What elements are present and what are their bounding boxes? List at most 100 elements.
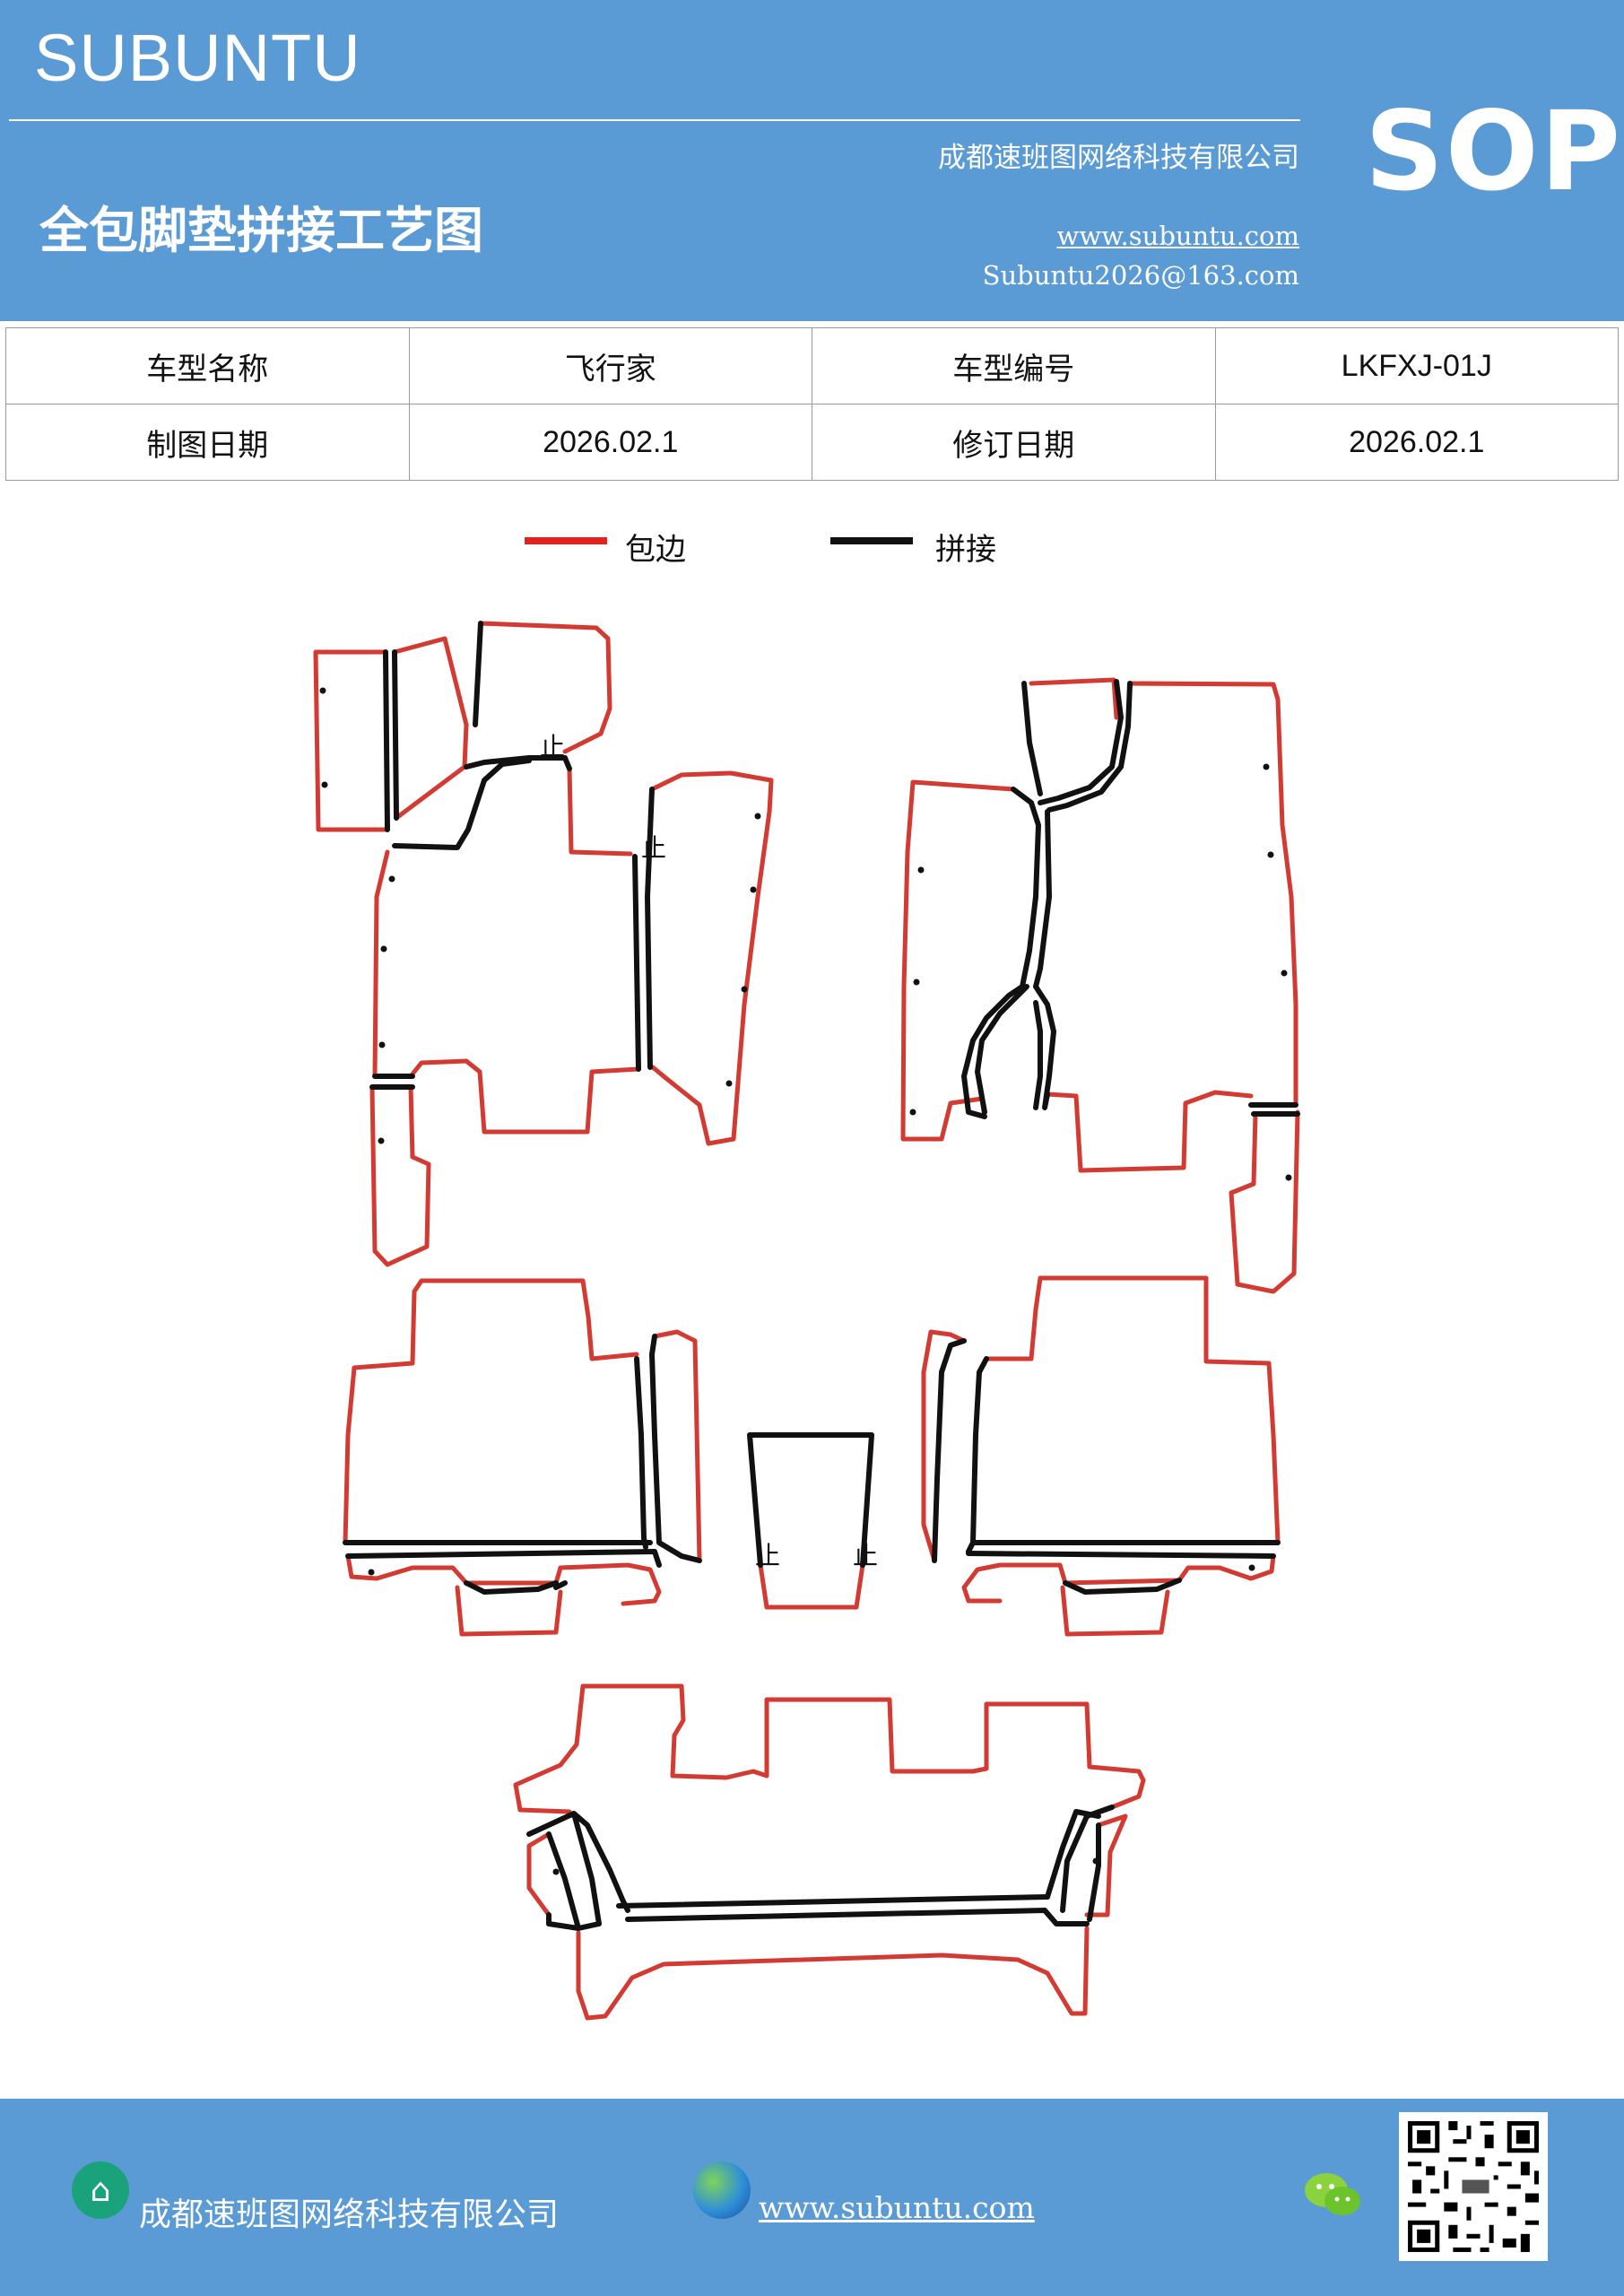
reference-dot: [1267, 851, 1274, 858]
rear-left-edge: [526, 1831, 551, 1918]
passenger-main-edge: [1127, 681, 1298, 1108]
second-left-main-edge: [343, 1278, 639, 1545]
legend-swatch-seam: [830, 537, 913, 544]
reference-dot: [750, 886, 757, 893]
passenger-left-edge: [900, 779, 1016, 1142]
driver-lower-strip-edge: [369, 1084, 431, 1267]
second-right-bottom-edge: [961, 1553, 1276, 1604]
second-right-side-edge: [921, 1329, 967, 1563]
driver-mid-strip-seam: [392, 649, 399, 821]
draw-date-label: 制图日期: [5, 404, 410, 481]
header-website-link[interactable]: www.subuntu.com: [1056, 221, 1299, 251]
driver-main-edge-right: [567, 766, 633, 857]
second-left-side-edge: [652, 1329, 702, 1563]
passenger-inner-seam: [975, 984, 1043, 1115]
passenger-lower-strip-edge: [1229, 1109, 1300, 1294]
brand-logo-text: SUBUNTU: [34, 21, 361, 95]
driver-left-strip-edge: [313, 649, 388, 832]
driver-right-strip-edge: [649, 770, 774, 1146]
legend-swatch-edge: [525, 537, 607, 544]
second-left-tunnel-seam: [634, 1334, 702, 1563]
reference-dot: [725, 1080, 733, 1087]
globe-icon: [693, 2161, 751, 2219]
footer-website-link[interactable]: www.subuntu.com: [759, 2190, 1035, 2225]
center-tunnel-edge: [758, 1562, 865, 1610]
rear-center-seam: [616, 1894, 1050, 1922]
driver-center-seam: [392, 755, 572, 850]
reference-dot: [741, 986, 748, 993]
rear-top-edge: [513, 1683, 1146, 1814]
reference-dot: [368, 1569, 375, 1576]
rear-right-seam: [1042, 1805, 1115, 1926]
reference-dot: [754, 813, 761, 820]
vehicle-info-table: 车型名称 飞行家 车型编号 LKFXJ-01J 制图日期 2026.02.1 修…: [5, 327, 1619, 481]
footer-banner: ⌂ 成都速班图网络科技有限公司 www.subuntu.com: [0, 2099, 1624, 2296]
rear-left-seam: [526, 1811, 630, 1931]
second-right-main-edge: [984, 1275, 1281, 1545]
table-row: 车型名称 飞行家 车型编号 LKFXJ-01J: [5, 327, 1619, 404]
reference-dot: [388, 875, 395, 883]
reference-dot: [380, 945, 387, 952]
model-code-value: LKFXJ-01J: [1214, 327, 1619, 404]
passenger-corner-edge: [1029, 677, 1119, 720]
legend: 包边 拼接: [0, 525, 1624, 578]
reference-dot: [913, 978, 920, 986]
reference-dot: [1263, 763, 1270, 770]
driver-mid-strip-edge: [392, 636, 469, 821]
reference-dot: [917, 866, 925, 874]
rear-bottom-edge: [576, 1926, 1090, 2021]
building-icon: ⌂: [72, 2161, 129, 2219]
draw-date-value: 2026.02.1: [408, 404, 812, 481]
passenger-tunnel-seam: [961, 787, 1056, 1119]
revision-date-value: 2026.02.1: [1214, 404, 1619, 481]
stop-mark: 止: [641, 833, 666, 863]
driver-upper-seam: [464, 621, 568, 770]
stop-mark: 止: [540, 732, 565, 761]
driver-upper-edge: [478, 621, 612, 754]
table-row: 制图日期 2026.02.1 修订日期 2026.02.1: [5, 404, 1619, 481]
driver-main-edge: [372, 849, 641, 1135]
footer-company-name: 成都速班图网络科技有限公司: [139, 2196, 560, 2233]
reference-dot: [378, 1041, 386, 1048]
driver-lower-strip-seam: [369, 1074, 415, 1090]
reference-dot: [1248, 1564, 1255, 1571]
header-divider: [9, 119, 1300, 121]
reference-dot: [909, 1109, 916, 1116]
second-left-bottom-seam: [343, 1540, 662, 1595]
model-name-label: 车型名称: [5, 327, 410, 404]
stop-mark: 止: [755, 1541, 780, 1570]
second-left-bottom-edge: [345, 1553, 662, 1606]
passenger-corner-seam: [1021, 679, 1133, 813]
reference-dot: [1281, 970, 1288, 977]
second-right-tunnel-seam: [932, 1338, 989, 1563]
header-email: Subuntu2026@163.com: [982, 260, 1299, 291]
header-company-name: 成都速班图网络科技有限公司: [938, 142, 1299, 174]
legend-label-seam: 拼接: [935, 532, 996, 568]
center-tunnel-seam: [747, 1432, 874, 1568]
model-code-label: 车型编号: [812, 327, 1216, 404]
sop-badge: SOP: [1365, 88, 1622, 215]
second-left-bottom-tab-edge: [455, 1585, 563, 1637]
driver-tunnel-seam: [632, 787, 655, 1072]
passenger-main-bottom-edge: [1045, 1090, 1254, 1173]
floor-mat-diagram: 止 止 止 止: [313, 621, 1300, 2021]
reference-dot: [1092, 1857, 1099, 1865]
second-right-bottom-tab-edge: [1060, 1585, 1170, 1637]
second-right-bottom-seam: [966, 1540, 1281, 1595]
stop-mark: 止: [853, 1541, 878, 1570]
reference-dot: [321, 781, 328, 788]
reference-dot: [319, 687, 326, 694]
model-name-value: 飞行家: [408, 327, 812, 404]
revision-date-label: 修订日期: [812, 404, 1216, 481]
rear-right-edge: [1084, 1813, 1128, 1918]
document-title: 全包脚垫拼接工艺图: [39, 201, 484, 259]
qr-code: [1399, 2112, 1548, 2261]
reference-dot: [378, 1137, 385, 1144]
reference-dot: [1285, 1174, 1292, 1181]
reference-dot: [552, 1868, 560, 1875]
legend-label-edge: 包边: [625, 532, 686, 568]
header-banner: SUBUNTU 成都速班图网络科技有限公司 全包脚垫拼接工艺图 www.subu…: [0, 0, 1624, 321]
wechat-icon[interactable]: [1302, 2169, 1365, 2222]
driver-left-strip-seam: [383, 649, 390, 832]
passenger-lower-strip-seam: [1248, 1102, 1300, 1117]
